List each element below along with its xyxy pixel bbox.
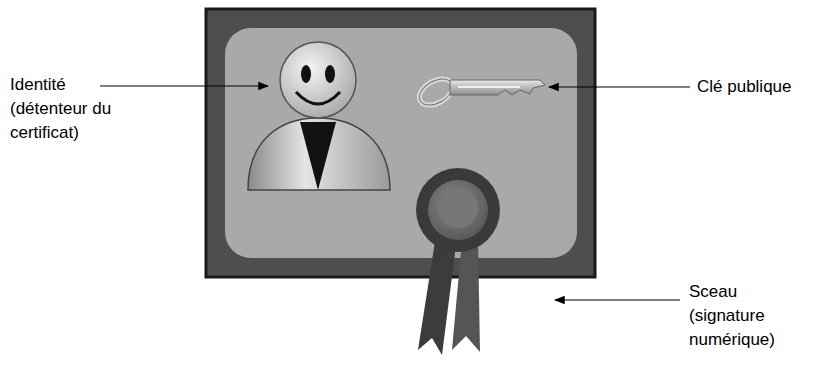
leader-line bbox=[555, 299, 680, 300]
callout-label: Clé publique bbox=[697, 75, 827, 99]
leader-line bbox=[549, 86, 690, 87]
leader-line bbox=[100, 85, 268, 86]
seal-symbol bbox=[416, 168, 500, 355]
certificate-panel bbox=[225, 28, 577, 258]
callout-label: Sceau (signature numérique) bbox=[689, 280, 789, 352]
callout-label: Identité (détenteur du certificat) bbox=[10, 73, 114, 145]
holder-figure bbox=[248, 42, 390, 190]
key-symbol bbox=[415, 73, 545, 110]
certificate-frame bbox=[206, 9, 595, 277]
